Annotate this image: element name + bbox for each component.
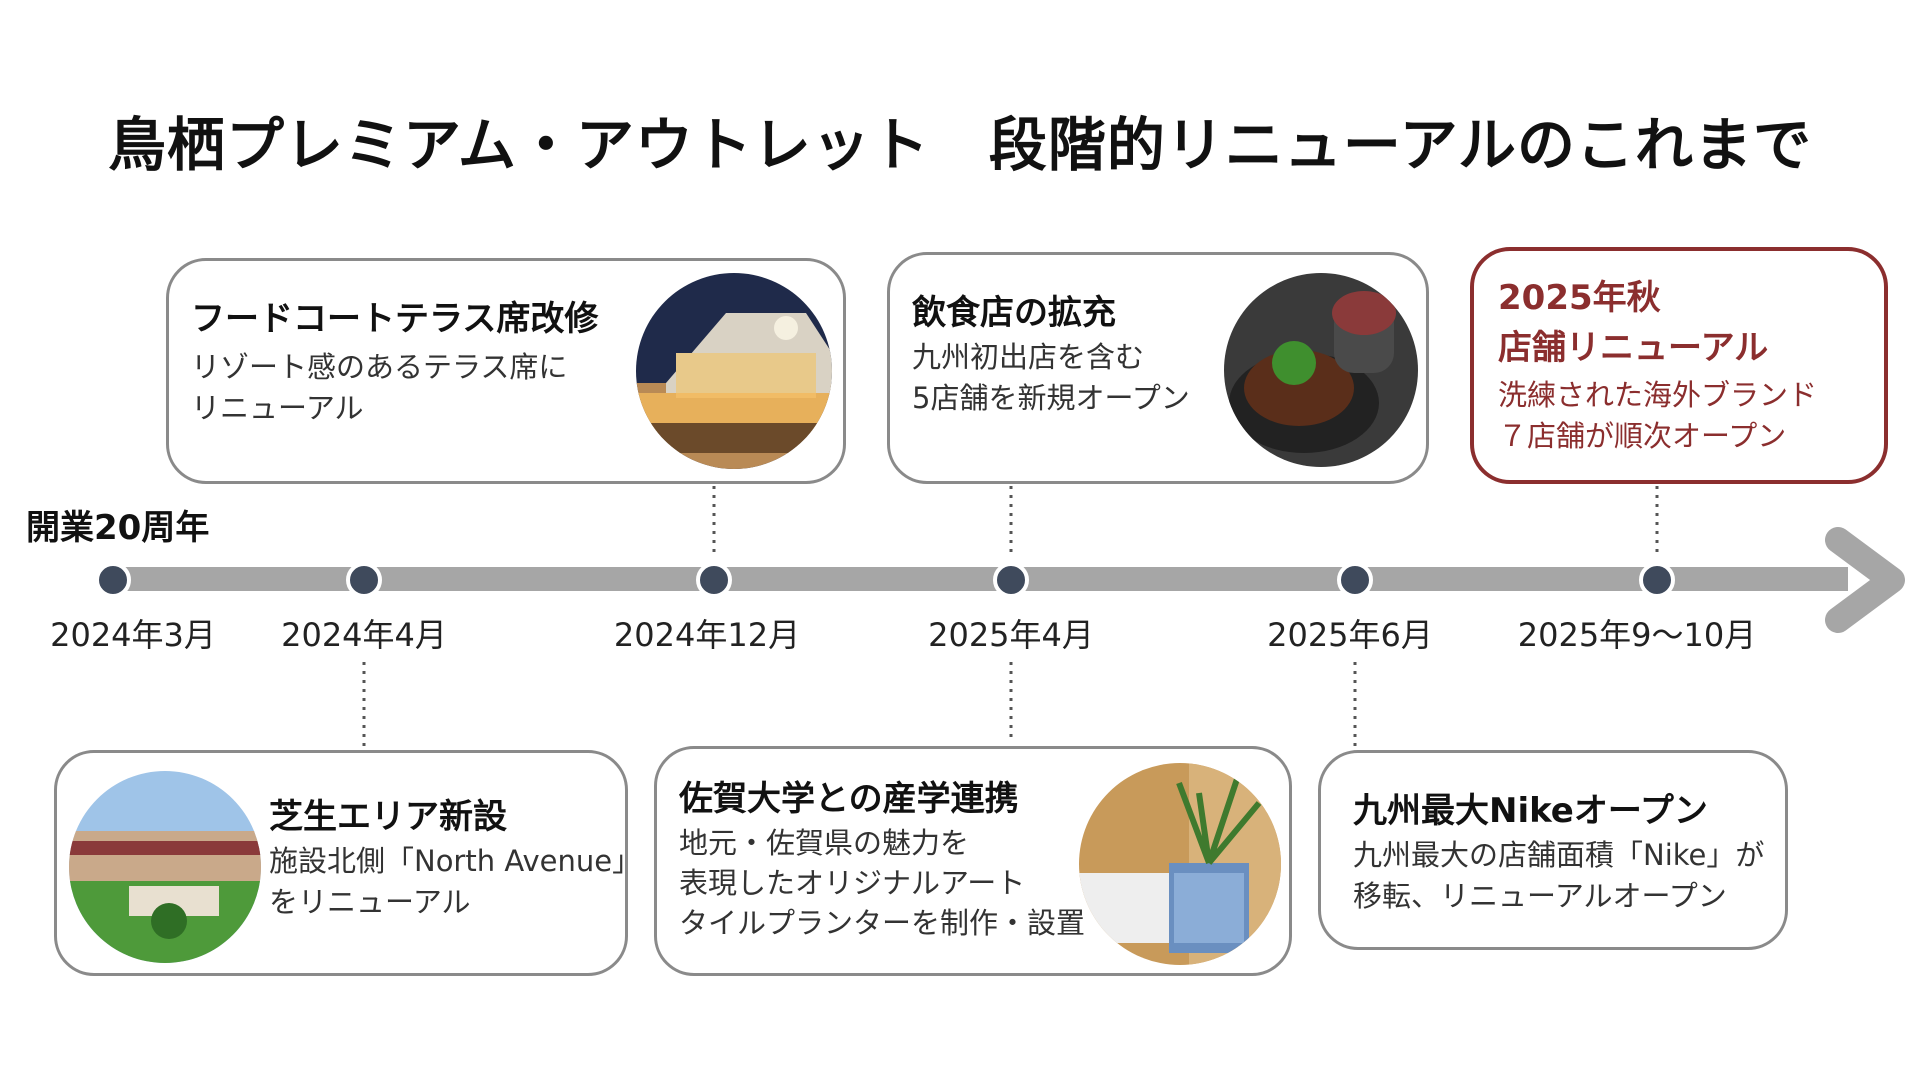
card-text: リニューアル [191, 391, 364, 425]
event-card-saga: 佐賀大学との産学連携 地元・佐賀県の魅力を 表現したオリジナルアート タイルプラ… [654, 746, 1292, 976]
timeline-node [95, 562, 131, 598]
event-card-nike: 九州最大Nikeオープン 九州最大の店舗面積「Nike」が 移転、リニューアルオ… [1318, 750, 1788, 950]
card-title: 芝生エリア新設 [269, 797, 507, 837]
card-text: 洗練された海外ブランド [1498, 378, 1818, 412]
anniversary-label: 開業20周年 [26, 508, 210, 548]
date-label: 2025年9〜10月 [1517, 616, 1757, 654]
card-text: タイルプランターを制作・設置 [679, 906, 1086, 940]
event-card-lawn: 芝生エリア新設 施設北側「North Avenue」 をリニューアル [54, 750, 641, 976]
card-text: 九州最大の店舗面積「Nike」が [1353, 838, 1765, 872]
card-text: ７店舗が順次オープン [1498, 419, 1787, 453]
card-text: リゾート感のあるテラス席に [191, 350, 568, 384]
card-title: 店舗リニューアル [1498, 328, 1769, 368]
card-title: 2025年秋 [1498, 278, 1661, 318]
food-photo [1224, 273, 1418, 467]
card-text: 施設北側「North Avenue」 [269, 844, 642, 878]
event-card-autumn: 2025年秋 店舗リニューアル 洗練された海外ブランド ７店舗が順次オープン [1470, 247, 1888, 484]
card-text: 移転、リニューアルオープン [1353, 879, 1727, 913]
page-title: 鳥栖プレミアム・アウトレット 段階的リニューアルのこれまで [107, 111, 1813, 179]
timeline-node [346, 562, 382, 598]
timeline-arrow-icon [1825, 527, 1905, 633]
date-label: 2024年3月 [50, 616, 216, 654]
event-card-foodcourt: フードコートテラス席改修 リゾート感のあるテラス席に リニューアル [166, 258, 846, 484]
card-title: フードコートテラス席改修 [191, 299, 599, 339]
timeline-node [1337, 562, 1373, 598]
terrace-photo [636, 273, 832, 469]
event-card-restaurant: 飲食店の拡充 九州初出店を含む 5店舗を新規オープン [887, 252, 1429, 484]
card-title: 佐賀大学との産学連携 [679, 779, 1019, 819]
date-label: 2024年4月 [281, 616, 447, 654]
timeline-bar [108, 567, 1848, 591]
date-label: 2025年4月 [928, 616, 1094, 654]
card-text: 地元・佐賀県の魅力を [679, 826, 970, 860]
card-title: 九州最大Nikeオープン [1353, 791, 1708, 831]
timeline-node [993, 562, 1029, 598]
card-text: をリニューアル [269, 885, 471, 919]
timeline-node [1639, 562, 1675, 598]
card-text: 5店舗を新規オープン [912, 381, 1190, 415]
lawn-photo [69, 771, 261, 963]
planter-photo [1079, 763, 1281, 965]
date-label: 2025年6月 [1267, 616, 1433, 654]
card-text: 九州初出店を含む [912, 340, 1145, 374]
timeline-node [696, 562, 732, 598]
card-title: 飲食店の拡充 [912, 293, 1116, 333]
date-label: 2024年12月 [613, 616, 801, 654]
card-text: 表現したオリジナルアート [679, 866, 1026, 900]
